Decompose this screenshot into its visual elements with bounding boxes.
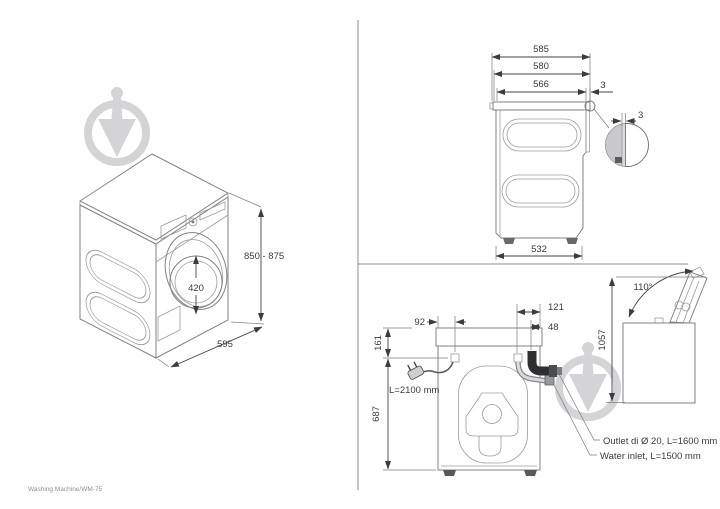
- svg-text:121: 121: [548, 302, 564, 313]
- dim-height-range: 850 - 875: [228, 192, 284, 325]
- dim-drum-diameter: 420: [188, 255, 204, 315]
- dim-outlet-offset: 121: [516, 302, 564, 353]
- detergent-drawer: [160, 214, 187, 240]
- dim-lower-height: 687: [371, 358, 436, 471]
- dim-open-height: 1057: [597, 276, 706, 403]
- svg-text:1057: 1057: [597, 329, 608, 350]
- svg-text:585: 585: [533, 44, 549, 55]
- dim-depth: 595: [157, 326, 263, 368]
- outlet-hose: [527, 351, 549, 376]
- svg-text:420: 420: [188, 283, 204, 294]
- isometric-view: 420 850 - 875 595: [79, 153, 284, 368]
- foot: [443, 470, 456, 476]
- foot: [566, 238, 578, 244]
- svg-text:850 - 875: 850 - 875: [244, 251, 284, 262]
- down-arrow-watermark-icon: [88, 87, 146, 162]
- svg-text:48: 48: [548, 322, 559, 333]
- svg-text:3: 3: [638, 110, 643, 121]
- svg-text:3: 3: [600, 80, 605, 91]
- svg-text:Water inlet, L=1500 mm: Water inlet, L=1500 mm: [600, 451, 701, 462]
- power-cord: L=2100 mm: [389, 361, 454, 396]
- cord-entry: [450, 353, 460, 363]
- svg-text:92: 92: [414, 317, 425, 328]
- dim-width-body: 566 3: [496, 79, 613, 108]
- down-arrow-watermark-icon: [559, 342, 617, 417]
- knob-icon: [188, 217, 198, 227]
- dim-inlet-offset: 48: [530, 320, 559, 350]
- svg-text:532: 532: [531, 244, 547, 255]
- svg-text:Outlet di Ø 20, L=1600 mm: Outlet di Ø 20, L=1600 mm: [603, 436, 717, 447]
- dim-width-mid: 580: [493, 61, 591, 101]
- svg-text:110°: 110°: [634, 282, 653, 293]
- service-hatch: [157, 305, 181, 342]
- svg-text:687: 687: [371, 406, 382, 422]
- sheet-title: Washing Machine/WM-75: [28, 486, 103, 493]
- svg-text:L=2100 mm: L=2100 mm: [389, 385, 440, 396]
- dim-base-width: 532: [495, 244, 583, 260]
- display-bar: [199, 201, 226, 221]
- svg-text:566: 566: [533, 79, 549, 90]
- svg-text:161: 161: [373, 335, 384, 351]
- detail-bubble: 3: [584, 100, 649, 167]
- side-view: 585 580 566 3: [489, 44, 649, 260]
- outlet-end: [549, 365, 557, 377]
- dim-lid-angle: 110°: [628, 268, 694, 318]
- hoses: [515, 351, 562, 386]
- dim-cord-offset: 92: [414, 316, 466, 352]
- open-lid-view: 110° 1057: [597, 266, 708, 404]
- svg-text:595: 595: [217, 339, 233, 350]
- inlet-fitting: [513, 353, 523, 363]
- foot: [524, 470, 537, 476]
- hose-labels: Outlet di Ø 20, L=1600 mm Water inlet, L…: [553, 373, 717, 462]
- rear-view: L=2100 mm Outlet di Ø 20, L=1600 mm Wate…: [371, 302, 717, 476]
- svg-text:580: 580: [533, 61, 549, 72]
- foot: [503, 238, 515, 244]
- open-lid: [669, 266, 708, 324]
- door-edge: [585, 109, 590, 153]
- dim-top-height: 161: [373, 327, 448, 359]
- rear-panel: [465, 392, 519, 437]
